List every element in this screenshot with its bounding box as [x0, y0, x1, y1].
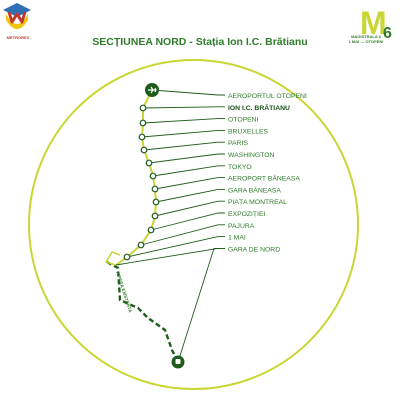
station-6: WASHINGTON — [145, 152, 275, 167]
station-node — [137, 241, 145, 249]
station-node — [145, 159, 153, 167]
m6-logo-caption: MAGISTRALA 6 1 MAI — OTOPENI — [337, 34, 395, 44]
m6-logo: M 6 — [360, 5, 392, 40]
station-5: PARIS — [140, 140, 248, 154]
station-label: GARA DE NORD — [228, 246, 280, 253]
station-label: GARA BĂNEASA — [228, 185, 281, 194]
station-11: EXPOZIȚIEI — [147, 211, 266, 234]
station-8: AEROPORT BĂNEASA — [151, 174, 300, 193]
station-leader-line — [154, 200, 225, 217]
station-12: PAJURA — [137, 223, 255, 249]
loop-connector — [104, 251, 121, 266]
station-13: 1 MAI — [123, 235, 246, 261]
segment-label: PIPERA EXISTENTA — [115, 271, 133, 314]
station-node — [149, 172, 157, 180]
station-label: ION I.C. BRĂTIANU — [228, 103, 290, 112]
station-label: TOKYO — [228, 164, 252, 171]
station-node — [151, 212, 159, 220]
metrorex-logo-text: METROREX — [6, 35, 30, 40]
station-label: PARIS — [228, 140, 248, 147]
station-14: GARA DE NORD — [115, 246, 280, 369]
station-9: GARA BĂNEASA — [152, 185, 281, 206]
station-1: AEROPORTUL OTOPENI — [145, 83, 307, 100]
station-label: WASHINGTON — [228, 152, 275, 159]
station-leader-line — [151, 89, 225, 96]
station-node — [139, 119, 147, 127]
station-node — [147, 226, 155, 234]
airplane-glyph — [148, 86, 157, 94]
station-label: 1 MAI — [228, 235, 246, 242]
station-node — [152, 198, 160, 206]
station-label: PIAȚA MONTREAL — [228, 199, 287, 206]
station-leader-line — [142, 106, 225, 109]
station-10: PIAȚA MONTREAL — [151, 199, 287, 220]
m6-logo-letter: M — [360, 5, 387, 40]
station-leader-line — [148, 153, 225, 164]
station-4: BRUXELLES — [138, 128, 269, 141]
station-node — [123, 253, 131, 261]
metrorex-logo — [3, 3, 31, 29]
existing-line-segment — [106, 260, 180, 363]
train-glyph — [175, 359, 181, 364]
station-2: ION I.C. BRĂTIANU — [139, 103, 290, 112]
station-node — [151, 185, 159, 193]
station-leader-line — [141, 129, 225, 138]
station-node — [140, 146, 148, 154]
m6-caption-line1: MAGISTRALA 6 — [351, 34, 381, 39]
station-leader-line — [115, 247, 225, 266]
station-node — [138, 133, 146, 141]
station-leader-line — [150, 212, 225, 231]
page-title: SECȚIUNEA NORD - Stația Ion I.C. Brătian… — [92, 36, 308, 48]
station-list: AEROPORTUL OTOPENI ION I.C. BRĂTIANU OTOPE… — [115, 83, 307, 369]
station-label: AEROPORTUL OTOPENI — [228, 93, 307, 100]
map-ring — [28, 59, 359, 390]
terminal-leader-line — [177, 247, 225, 363]
station-label: OTOPENI — [228, 117, 259, 124]
m6-logo-number: 6 — [383, 25, 392, 40]
station-label: BRUXELLES — [228, 128, 269, 135]
station-leader-line — [155, 188, 225, 203]
station-label: EXPOZIȚIEI — [228, 211, 266, 218]
station-node — [139, 104, 147, 112]
station-7: TOKYO — [149, 164, 252, 180]
station-leader-line — [142, 118, 225, 124]
m6-caption-line2: 1 MAI — OTOPENI — [348, 39, 384, 44]
station-leader-line — [152, 165, 225, 177]
station-3: OTOPENI — [139, 117, 259, 127]
station-leader-line — [143, 141, 225, 151]
station-label: AEROPORT BĂNEASA — [228, 174, 300, 183]
station-leader-line — [154, 177, 225, 190]
station-label: PAJURA — [228, 223, 255, 230]
station-leader-line — [126, 236, 225, 258]
station-leader-line — [140, 224, 225, 246]
